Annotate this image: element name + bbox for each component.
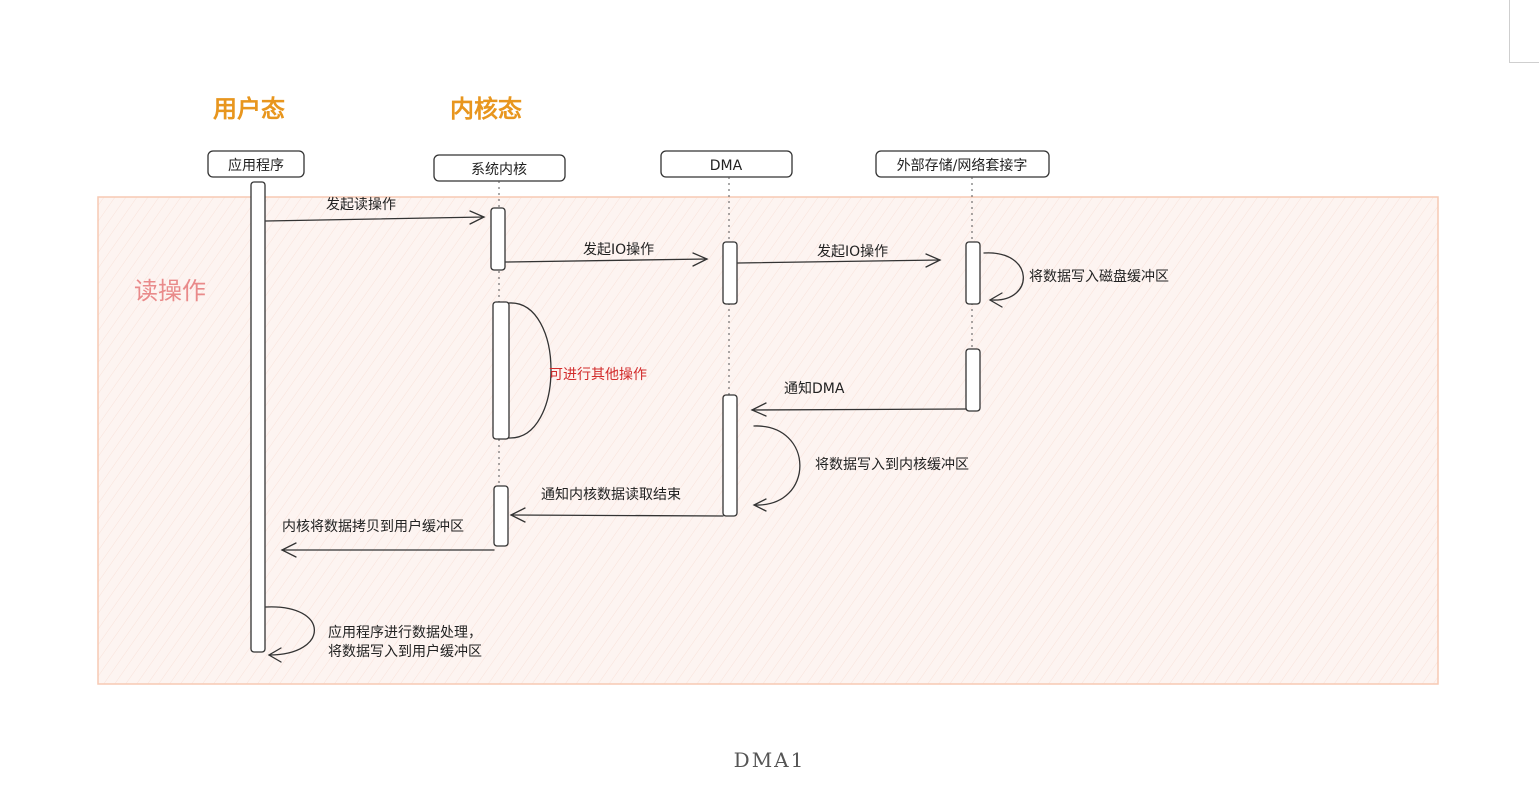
label-other-operations: 可进行其他操作 — [549, 367, 647, 383]
activation-app — [250, 181, 266, 653]
region-label: 读操作 — [134, 277, 206, 305]
figure-caption: DMA1 — [733, 748, 806, 772]
lifelines — [498, 177, 973, 490]
label-initiate-io-external: 发起IO操作 — [817, 244, 888, 260]
label-write-disk-buffer: 将数据写入磁盘缓冲区 — [1029, 268, 1169, 285]
message-write-disk-buffer-loop — [983, 252, 1024, 308]
label-copy-to-user-buffer: 内核将数据拷贝到用户缓冲区 — [282, 518, 464, 535]
activation-external-2 — [965, 348, 981, 412]
participant-external-storage-label: 外部存储/网络套接字 — [897, 157, 1028, 174]
message-write-kernel-buffer-loop — [752, 425, 801, 512]
label-notify-kernel-read-complete: 通知内核数据读取结束 — [541, 486, 681, 503]
message-app-process-loop — [265, 606, 316, 663]
message-notify-dma — [750, 402, 967, 417]
scrollbar-stub[interactable] — [1509, 0, 1539, 63]
activation-dma-1 — [722, 241, 738, 305]
message-initiate-io-dma — [505, 252, 709, 267]
message-other-operations-loop — [508, 302, 552, 439]
participant-app: 应用程序 — [207, 150, 305, 178]
activation-kernel-3 — [493, 485, 509, 547]
message-notify-kernel-read-complete — [509, 507, 724, 523]
activation-external-1 — [965, 241, 981, 305]
label-app-process-line1: 应用程序进行数据处理， — [328, 624, 482, 641]
message-initiate-read — [265, 210, 486, 225]
label-initiate-io-dma: 发起IO操作 — [583, 242, 654, 258]
message-copy-to-user-buffer — [280, 542, 495, 558]
activation-dma-2 — [722, 394, 738, 517]
participant-dma: DMA — [660, 150, 793, 178]
message-initiate-io-external — [737, 253, 942, 268]
label-initiate-read: 发起读操作 — [326, 196, 396, 213]
participant-app-label: 应用程序 — [228, 157, 284, 174]
participant-external-storage: 外部存储/网络套接字 — [875, 150, 1050, 178]
label-app-process-line2: 将数据写入到用户缓冲区 — [328, 643, 482, 660]
label-write-kernel-buffer: 将数据写入到内核缓冲区 — [815, 457, 969, 473]
activation-kernel-2 — [492, 301, 510, 440]
user-mode-label: 用户态 — [213, 95, 285, 123]
participant-dma-label: DMA — [710, 158, 743, 174]
label-notify-dma: 通知DMA — [784, 380, 845, 397]
participant-kernel: 系统内核 — [433, 154, 566, 182]
activation-kernel-1 — [490, 207, 506, 271]
read-operation-region — [97, 196, 1439, 685]
participant-kernel-label: 系统内核 — [471, 162, 527, 178]
kernel-mode-label: 内核态 — [450, 95, 522, 123]
